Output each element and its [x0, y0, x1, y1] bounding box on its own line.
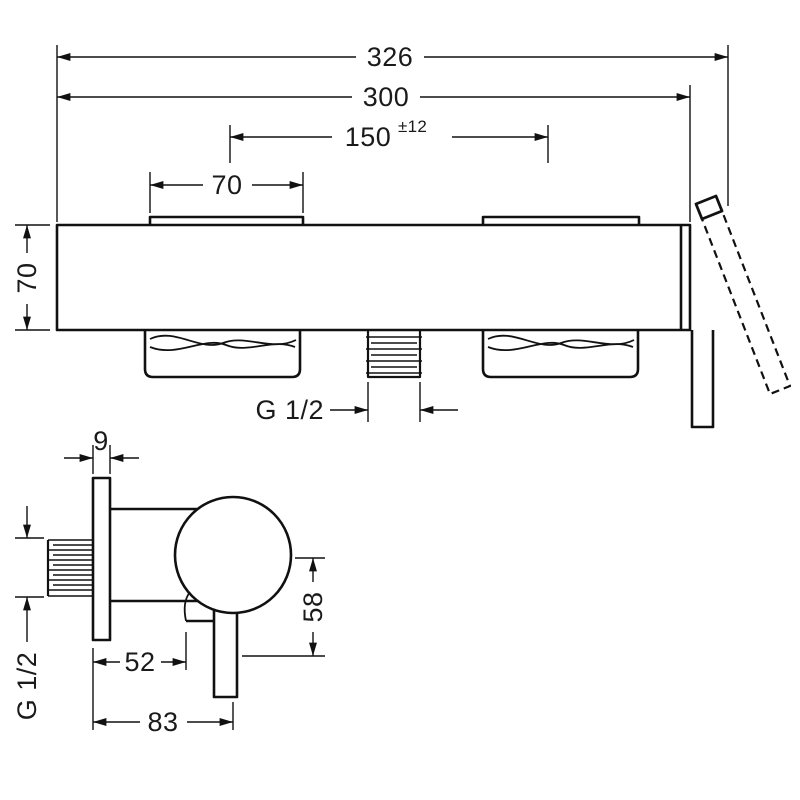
- wall-plate-edge: [91, 476, 112, 642]
- side-dimension-labels: 9 G 1/2 52 58 83: [12, 426, 328, 737]
- outlet-nipple: [366, 330, 422, 379]
- valve-body-circle: [173, 495, 293, 615]
- side-dimension-lines: [23, 454, 317, 726]
- label-hole-spacing: 150: [345, 122, 392, 152]
- handle-dashed-outline: [700, 209, 792, 396]
- thread-hatching-inlet: [48, 539, 93, 597]
- front-view: 326 300 150 ±12 70 70 G 1/2: [12, 42, 792, 429]
- wall-escutcheon-left: [143, 330, 302, 379]
- label-escutcheon-width: 70: [211, 170, 242, 200]
- body-tube-lines: [110, 507, 212, 603]
- handle-pivot-end: [694, 194, 724, 221]
- inlet-thread: [46, 539, 93, 597]
- body-outline: [55, 223, 692, 332]
- handle-solid: [690, 330, 715, 429]
- top-escutcheon-left-edge: [148, 215, 305, 225]
- label-overall-width: 326: [367, 42, 414, 72]
- top-escutcheon-right-edge: [481, 215, 641, 225]
- label-inlet-thread: G 1/2: [12, 652, 42, 721]
- label-handle-drop: 58: [298, 591, 328, 622]
- mixer-body: [55, 215, 692, 332]
- front-dimension-labels: 326 300 150 ±12 70 70 G 1/2: [12, 42, 427, 425]
- label-outlet-thread: G 1/2: [255, 395, 324, 425]
- label-wall-to-front: 83: [147, 707, 178, 737]
- side-view: 9 G 1/2 52 58 83: [12, 426, 328, 737]
- handle-side-profile: [183, 591, 239, 699]
- label-body-height: 70: [12, 262, 42, 293]
- front-dimension-lines: [23, 53, 728, 414]
- label-plate-depth: 9: [93, 426, 109, 456]
- label-body-width: 300: [363, 82, 410, 112]
- front-extension-lines: [15, 45, 729, 422]
- wall-escutcheon-right: [481, 330, 640, 379]
- thread-hatching-outlet: [366, 336, 422, 374]
- handle-dashed-position: [694, 194, 792, 396]
- label-wall-to-handle: 52: [124, 647, 155, 677]
- label-hole-spacing-tolerance: ±12: [398, 117, 427, 136]
